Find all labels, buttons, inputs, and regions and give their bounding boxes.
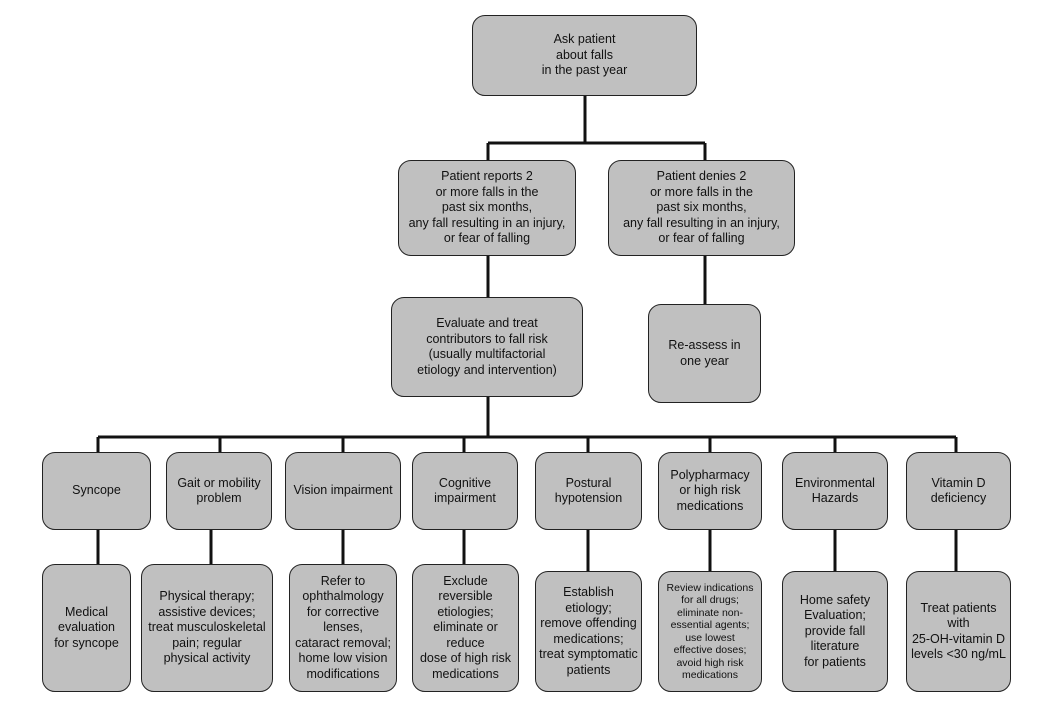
node-patient-denies: Patient denies 2 or more falls in the pa…	[608, 160, 795, 256]
action-gait-mobility-text: Physical therapy; assistive devices; tre…	[148, 589, 266, 666]
category-cognitive-impairment-text: Cognitive impairment	[434, 475, 496, 506]
action-vitamin-d-text: Treat patients with 25-OH-vitamin D leve…	[911, 600, 1006, 662]
node-reassess-text: Re-assess in one year	[668, 338, 741, 368]
action-polypharmacy: Review indications for all drugs; elimin…	[658, 571, 762, 692]
action-cognitive-impairment: Exclude reversible etiologies; eliminate…	[412, 564, 519, 692]
category-syncope-text: Syncope	[72, 483, 121, 498]
category-cognitive-impairment: Cognitive impairment	[412, 452, 518, 530]
action-syncope-text: Medical evaluation for syncope	[54, 604, 119, 650]
category-polypharmacy-text: Polypharmacy or high risk medications	[670, 467, 750, 513]
action-vitamin-d: Treat patients with 25-OH-vitamin D leve…	[906, 571, 1011, 692]
category-vitamin-d-text: Vitamin D deficiency	[930, 475, 987, 506]
node-patient-reports-text: Patient reports 2 or more falls in the p…	[408, 169, 566, 246]
action-vision-impairment-text: Refer to ophthalmology for corrective le…	[295, 573, 391, 681]
category-environmental-hazards-text: Environmental Hazards	[795, 475, 875, 506]
node-ask-patient-text: Ask patient about falls in the past year	[541, 32, 628, 78]
node-evaluate-treat-text: Evaluate and treat contributors to fall …	[417, 316, 557, 377]
action-environmental-hazards-text: Home safety Evaluation; provide fall lit…	[799, 592, 871, 669]
action-environmental-hazards: Home safety Evaluation; provide fall lit…	[782, 571, 888, 692]
action-gait-mobility: Physical therapy; assistive devices; tre…	[141, 564, 273, 692]
node-evaluate-treat: Evaluate and treat contributors to fall …	[391, 297, 583, 397]
action-cognitive-impairment-text: Exclude reversible etiologies; eliminate…	[419, 573, 512, 681]
action-polypharmacy-text: Review indications for all drugs; elimin…	[666, 581, 754, 682]
category-vision-impairment: Vision impairment	[285, 452, 401, 530]
action-vision-impairment: Refer to ophthalmology for corrective le…	[289, 564, 397, 692]
node-ask-patient: Ask patient about falls in the past year	[472, 15, 697, 96]
category-vitamin-d: Vitamin D deficiency	[906, 452, 1011, 530]
action-postural-hypotension: Establish etiology; remove offending med…	[535, 571, 642, 692]
category-postural-hypotension: Postural hypotension	[535, 452, 642, 530]
category-gait-mobility: Gait or mobility problem	[166, 452, 272, 530]
category-environmental-hazards: Environmental Hazards	[782, 452, 888, 530]
action-postural-hypotension-text: Establish etiology; remove offending med…	[539, 585, 638, 677]
category-postural-hypotension-text: Postural hypotension	[554, 475, 623, 506]
category-vision-impairment-text: Vision impairment	[293, 483, 393, 498]
action-syncope: Medical evaluation for syncope	[42, 564, 131, 692]
node-reassess: Re-assess in one year	[648, 304, 761, 403]
category-polypharmacy: Polypharmacy or high risk medications	[658, 452, 762, 530]
category-syncope: Syncope	[42, 452, 151, 530]
node-patient-denies-text: Patient denies 2 or more falls in the pa…	[623, 169, 780, 246]
category-gait-mobility-text: Gait or mobility problem	[177, 475, 261, 506]
node-patient-reports: Patient reports 2 or more falls in the p…	[398, 160, 576, 256]
